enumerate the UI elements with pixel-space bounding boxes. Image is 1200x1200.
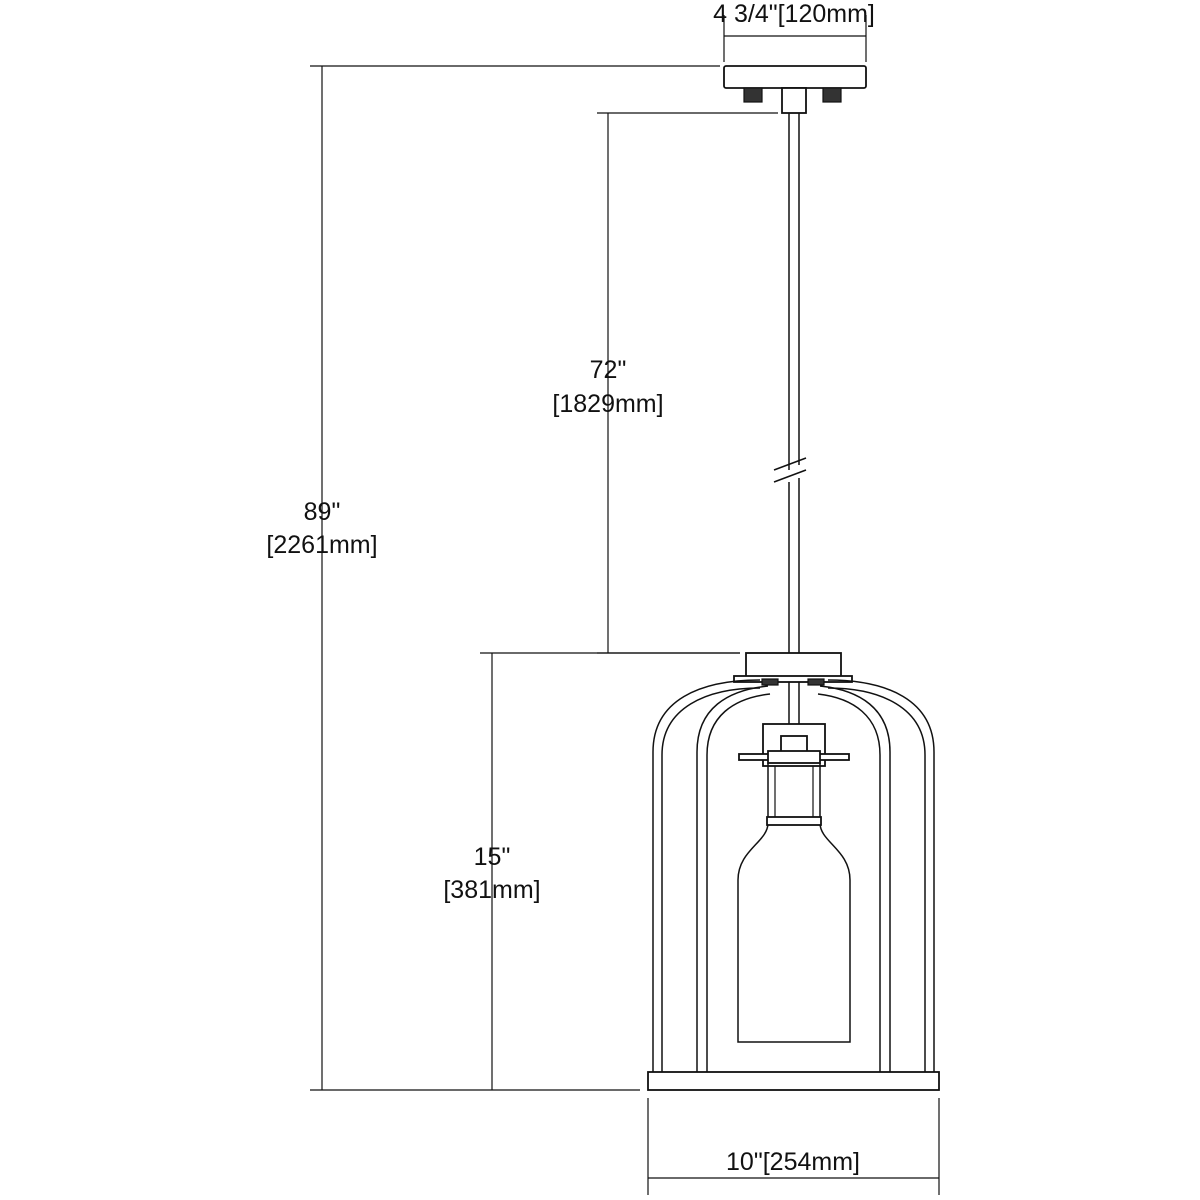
canopy-width-label: 4 3/4"[120mm] (713, 0, 875, 28)
overall-height-imperial: 89" (304, 498, 341, 526)
chain-length-imperial: 72" (590, 356, 627, 384)
dimension-chain-length: 72" [1829mm] (552, 112, 778, 654)
dimension-canopy-width: 4 3/4"[120mm] (713, 0, 875, 62)
overall-height-metric: [2261mm] (266, 531, 377, 559)
fixture-width-label: 10"[254mm] (726, 1148, 860, 1176)
dimension-fixture-width: 10"[254mm] (647, 1098, 940, 1195)
break-mark (773, 457, 807, 471)
chain-length-metric: [1829mm] (552, 390, 663, 418)
dimension-fixture-height: 15" [381mm] (443, 652, 740, 1090)
ceiling-canopy (723, 65, 867, 114)
fixture-height-imperial: 15" (474, 843, 511, 871)
fixture-height-metric: [381mm] (443, 876, 540, 904)
downrod-stem (773, 113, 807, 653)
pendant-fixture (647, 652, 940, 1091)
dimension-overall-height: 89" [2261mm] (266, 65, 720, 1091)
